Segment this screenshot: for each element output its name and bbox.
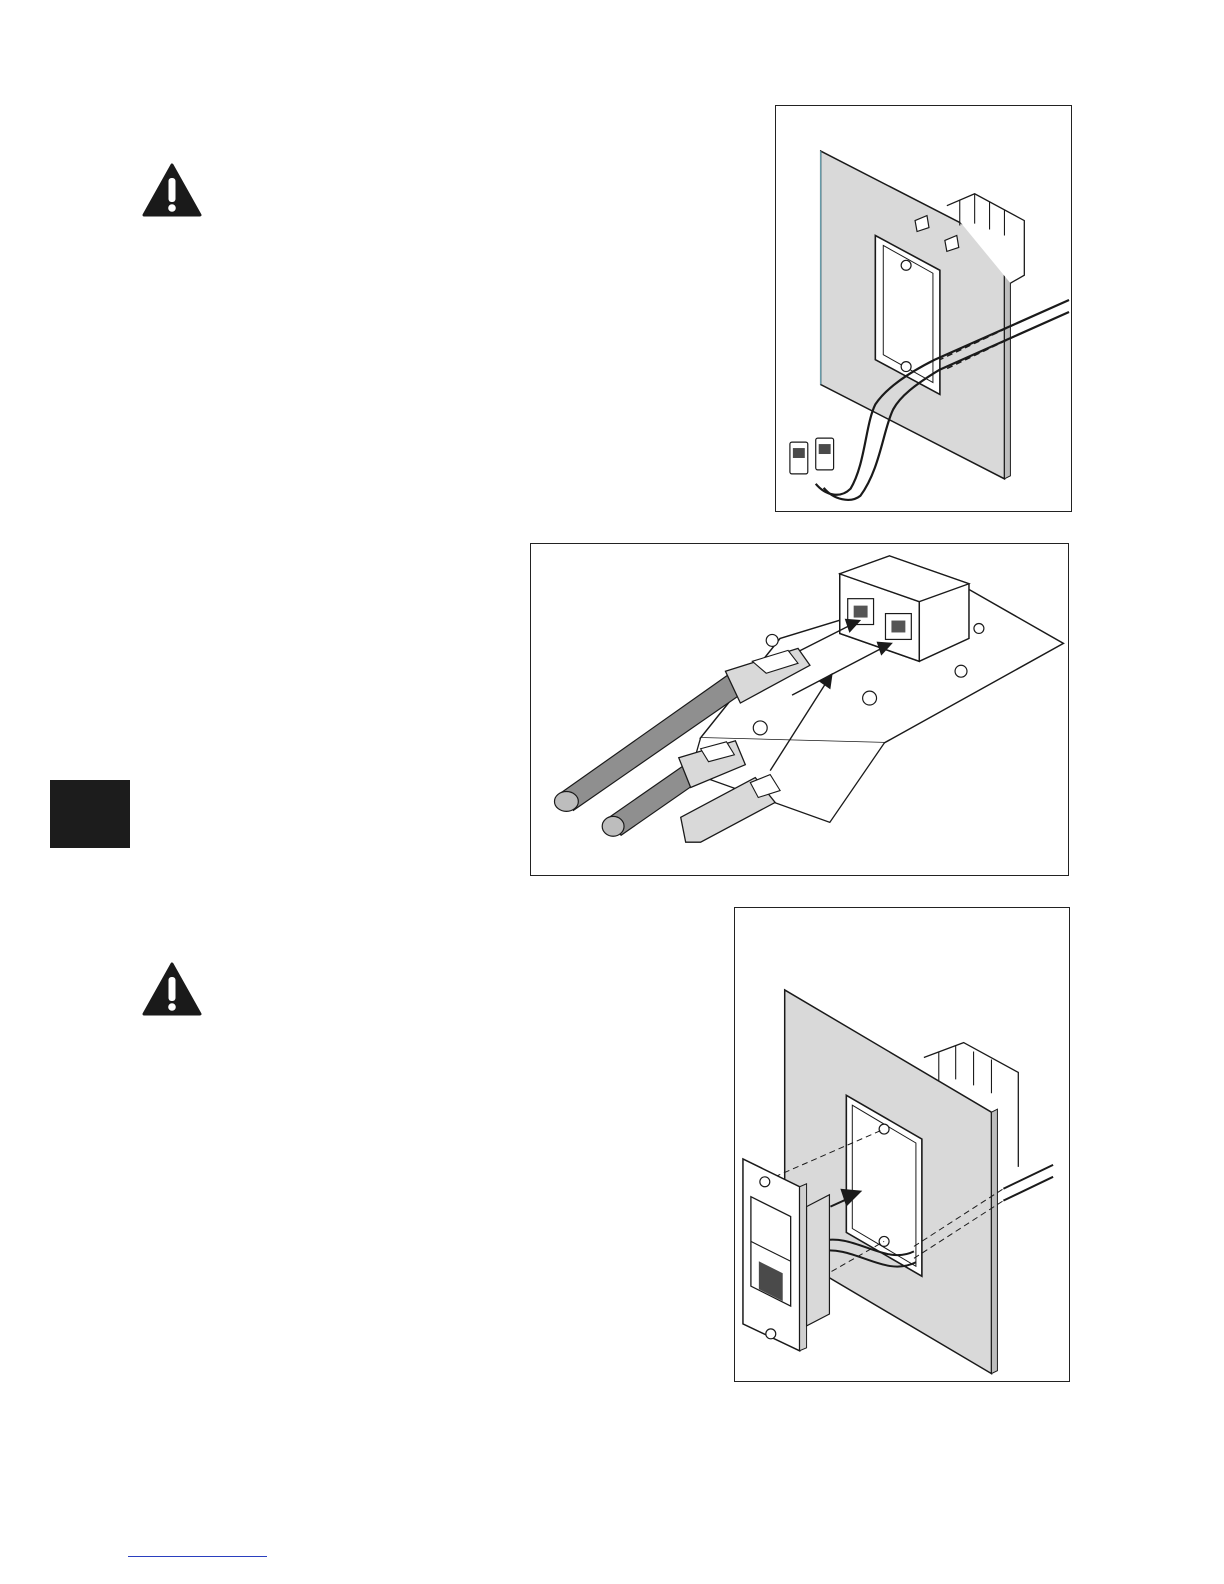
- figure-insert-module-into-wall-box: [734, 907, 1070, 1382]
- footer-link-underline: [128, 1556, 267, 1557]
- warning-triangle-icon: [142, 163, 202, 217]
- warning-triangle-icon: [142, 962, 202, 1016]
- figure-rj45-coupler-connection: [530, 543, 1069, 876]
- section-tab: [50, 780, 130, 848]
- figure-wall-box-cables: [775, 105, 1072, 512]
